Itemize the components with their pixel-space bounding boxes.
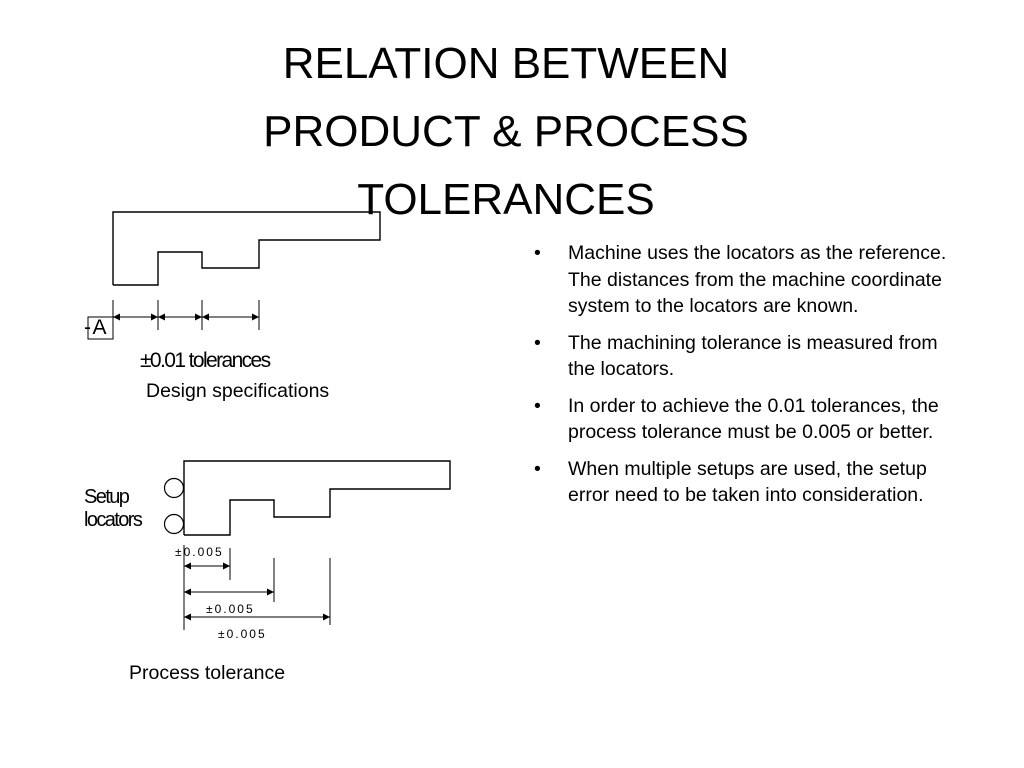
process-tolerance-2: ±0.005 — [206, 602, 255, 616]
datum-label: - A — [84, 316, 106, 339]
bullet-item: • When multiple setups are used, the set… — [528, 456, 968, 509]
bullet-text: The machining tolerance is measured from… — [568, 331, 938, 381]
process-part-outline — [183, 460, 451, 536]
design-tolerance-label: ±0.01 tolerances — [140, 349, 271, 372]
locator-circle-bottom — [163, 513, 185, 535]
title-line-2: PRODUCT & PROCESS — [263, 107, 749, 156]
process-caption: Process tolerance — [129, 662, 286, 684]
bullet-marker: • — [534, 331, 541, 354]
bullet-marker: • — [534, 394, 541, 417]
title-line-3: TOLERANCES — [357, 175, 655, 224]
bullet-marker: • — [534, 457, 541, 480]
process-dimension-arrows — [184, 562, 330, 621]
datum-box — [87, 316, 114, 340]
design-part-outline — [112, 211, 381, 286]
bullet-item: • The machining tolerance is measured fr… — [528, 330, 968, 383]
process-tolerance-1: ±0.005 — [175, 545, 224, 559]
slide-title: RELATION BETWEEN PRODUCT & PROCESS TOLER… — [200, 30, 812, 234]
design-caption: Design specifications — [146, 380, 330, 402]
bullet-text: In order to achieve the 0.01 tolerances,… — [568, 394, 939, 444]
bullet-text: When multiple setups are used, the setup… — [568, 457, 927, 507]
bullet-text: Machine uses the locators as the referen… — [568, 242, 947, 317]
bullet-list: • Machine uses the locators as the refer… — [528, 240, 968, 519]
setup-locators-label-line2: locators — [84, 509, 143, 531]
design-extension-lines — [112, 300, 260, 330]
bullet-item: • In order to achieve the 0.01 tolerance… — [528, 393, 968, 446]
locator-circle-top — [163, 477, 185, 499]
setup-locators-label-line1: Setup — [84, 486, 130, 508]
title-line-1: RELATION BETWEEN — [282, 39, 730, 88]
bullet-item: • Machine uses the locators as the refer… — [528, 240, 968, 320]
bullet-marker: • — [534, 242, 541, 264]
process-tolerance-3: ±0.005 — [218, 627, 267, 641]
